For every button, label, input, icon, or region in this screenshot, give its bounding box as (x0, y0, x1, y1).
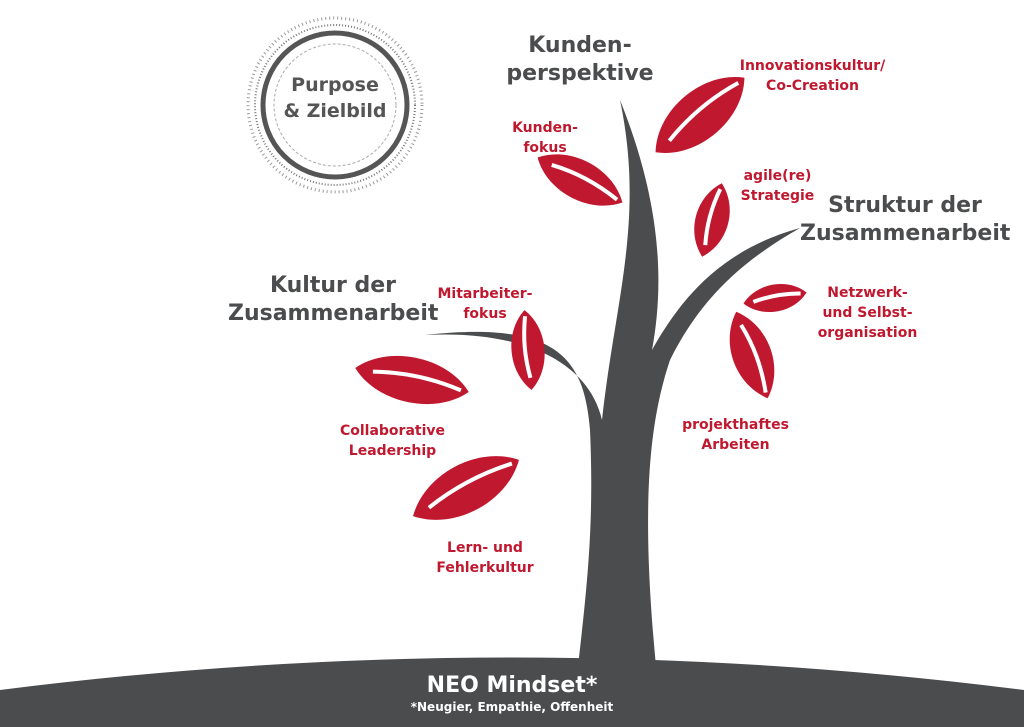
leaf-label-mitarbeiter: Mitarbeiter- fokus (437, 286, 533, 322)
mindset-title: NEO Mindset* (426, 673, 598, 698)
branch-label-kultur: Kultur der Zusammenarbeit (228, 273, 439, 326)
tree-trunk (425, 100, 800, 666)
leaf-lern (413, 456, 519, 520)
leaf-label-lern: Lern- und Fehlerkultur (436, 540, 534, 576)
leaf-label-collab: Collaborative Leadership (339, 423, 446, 459)
purpose-badge-text: Purpose & Zielbild (283, 74, 387, 122)
leaf-collab (355, 355, 469, 405)
leaf-label-projekt: projekthaftes Arbeiten (682, 417, 789, 453)
branch-label-struktur: Struktur der Zusammenarbeit (800, 193, 1011, 246)
branch-label-kundenperspektive: Kunden- perspektive (506, 33, 654, 86)
leaf-label-kundenfokus: Kunden- fokus (512, 120, 578, 156)
ground (0, 657, 1024, 727)
leaf-innovation (655, 76, 745, 154)
leaf-kundenfokus (537, 154, 623, 206)
leaf-label-innovation: Innovationskultur/ Co-Creation (739, 58, 886, 94)
leaf-agile (694, 183, 730, 257)
leaf-mitarbeiter (511, 310, 545, 390)
purpose-badge (246, 16, 424, 194)
leaf-projekt (729, 311, 775, 399)
mindset-subtitle: *Neugier, Empathie, Offenheit (410, 700, 614, 714)
leaf-netzwerk (743, 284, 807, 312)
leaf-label-agile: agile(re) Strategie (740, 168, 815, 204)
leaf-label-netzwerk: Netzwerk- und Selbst- organisation (817, 285, 918, 341)
